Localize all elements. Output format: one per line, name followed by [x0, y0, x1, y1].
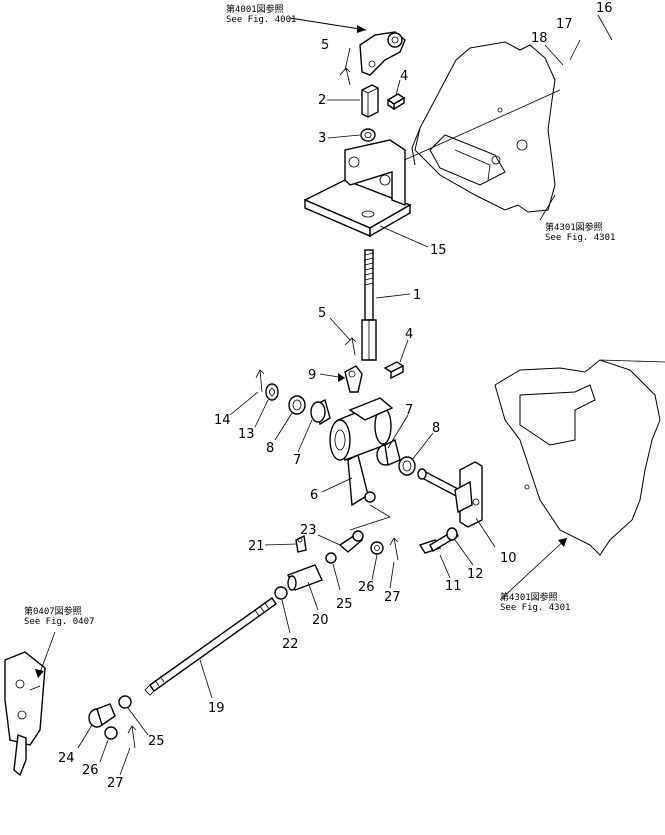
callout-17: 17	[556, 17, 573, 32]
ref-fig4001-en: See Fig. 4001	[226, 15, 296, 25]
ref-fig0407-en-dummy: See Fig. 4301	[500, 603, 570, 613]
nut-25-right	[325, 552, 337, 564]
callout-18: 18	[531, 31, 548, 46]
lever-assembly-0407	[4, 651, 46, 777]
ref-fig0407-en: See Fig. 0407	[24, 617, 94, 627]
callout-23: 23	[300, 523, 317, 538]
callout-6: 6	[310, 488, 318, 503]
cotter-pin-5-lower	[344, 337, 357, 356]
callout-4: 4	[400, 69, 408, 84]
ref-fig4301b-jp: 第4301図参照	[500, 591, 558, 603]
washer-12	[446, 527, 458, 541]
callout-16: 16	[596, 1, 613, 16]
callout-13: 13	[238, 427, 255, 442]
rod-1	[361, 249, 377, 361]
grease-fitting-21	[295, 534, 307, 553]
bearing-8-right	[398, 456, 416, 476]
callout-11: 11	[445, 579, 462, 594]
lever-bracket-top	[359, 31, 406, 76]
clevis-block-2	[361, 84, 379, 118]
ball-joint-24	[88, 703, 116, 728]
callout-9: 9	[308, 368, 316, 383]
bracket-15	[303, 139, 412, 238]
callout-21: 21	[248, 539, 265, 554]
callout-7: 7	[405, 403, 413, 418]
pin-4-lower	[383, 361, 405, 380]
cotter-pin-14	[255, 369, 265, 393]
cotter-pin-5-upper	[339, 67, 351, 86]
ref-fig4001-jp: 第4001図参照	[226, 3, 284, 15]
callout-26: 26	[358, 580, 375, 595]
shaft-10	[417, 461, 483, 528]
nut-22	[274, 586, 288, 600]
callout-25: 25	[148, 734, 165, 749]
callout-2: 2	[318, 93, 326, 108]
callout-27: 27	[107, 776, 124, 791]
callout-1: 1	[413, 288, 421, 303]
ball-joint-23	[338, 530, 364, 553]
nut-26-left	[104, 726, 118, 740]
callout-22: 22	[282, 637, 299, 652]
callout-19: 19	[208, 701, 225, 716]
bearing-8-left	[288, 395, 306, 415]
callout-24: 24	[58, 751, 75, 766]
washer-13	[265, 383, 279, 401]
leader-lines	[35, 14, 613, 776]
lever-6	[329, 397, 394, 507]
callout-15: 15	[430, 243, 447, 258]
ref-fig4301a-en: See Fig. 4301	[545, 233, 615, 243]
ref-fig0407-jp: 第0407図参照	[24, 605, 82, 617]
lower-housing	[494, 359, 665, 556]
turnbuckle-20	[287, 564, 323, 591]
rod-19	[144, 597, 277, 696]
callout-5: 5	[318, 306, 326, 321]
callout-8: 8	[266, 441, 274, 456]
callout-8: 8	[432, 421, 440, 436]
nut-3	[360, 128, 376, 142]
nut-26-right	[370, 541, 384, 555]
callout-25: 25	[336, 597, 353, 612]
cotter-pin-27-left	[127, 725, 137, 749]
callout-26: 26	[82, 763, 99, 778]
callout-14: 14	[214, 413, 231, 428]
bushing-7-left	[310, 398, 331, 426]
callout-27: 27	[384, 590, 401, 605]
callout-12: 12	[467, 567, 484, 582]
grease-fitting-9	[344, 365, 363, 393]
callout-4: 4	[405, 327, 413, 342]
pin-4-upper	[386, 93, 406, 111]
nut-25-left	[118, 695, 132, 709]
ref-fig4301a-jp: 第4301図参照	[545, 221, 603, 233]
cotter-pin-27-right	[389, 537, 399, 561]
callout-7: 7	[293, 453, 301, 468]
callout-3: 3	[318, 131, 326, 146]
callout-20: 20	[312, 613, 329, 628]
upper-housing	[399, 41, 561, 213]
callout-10: 10	[500, 551, 517, 566]
callout-5: 5	[321, 38, 329, 53]
